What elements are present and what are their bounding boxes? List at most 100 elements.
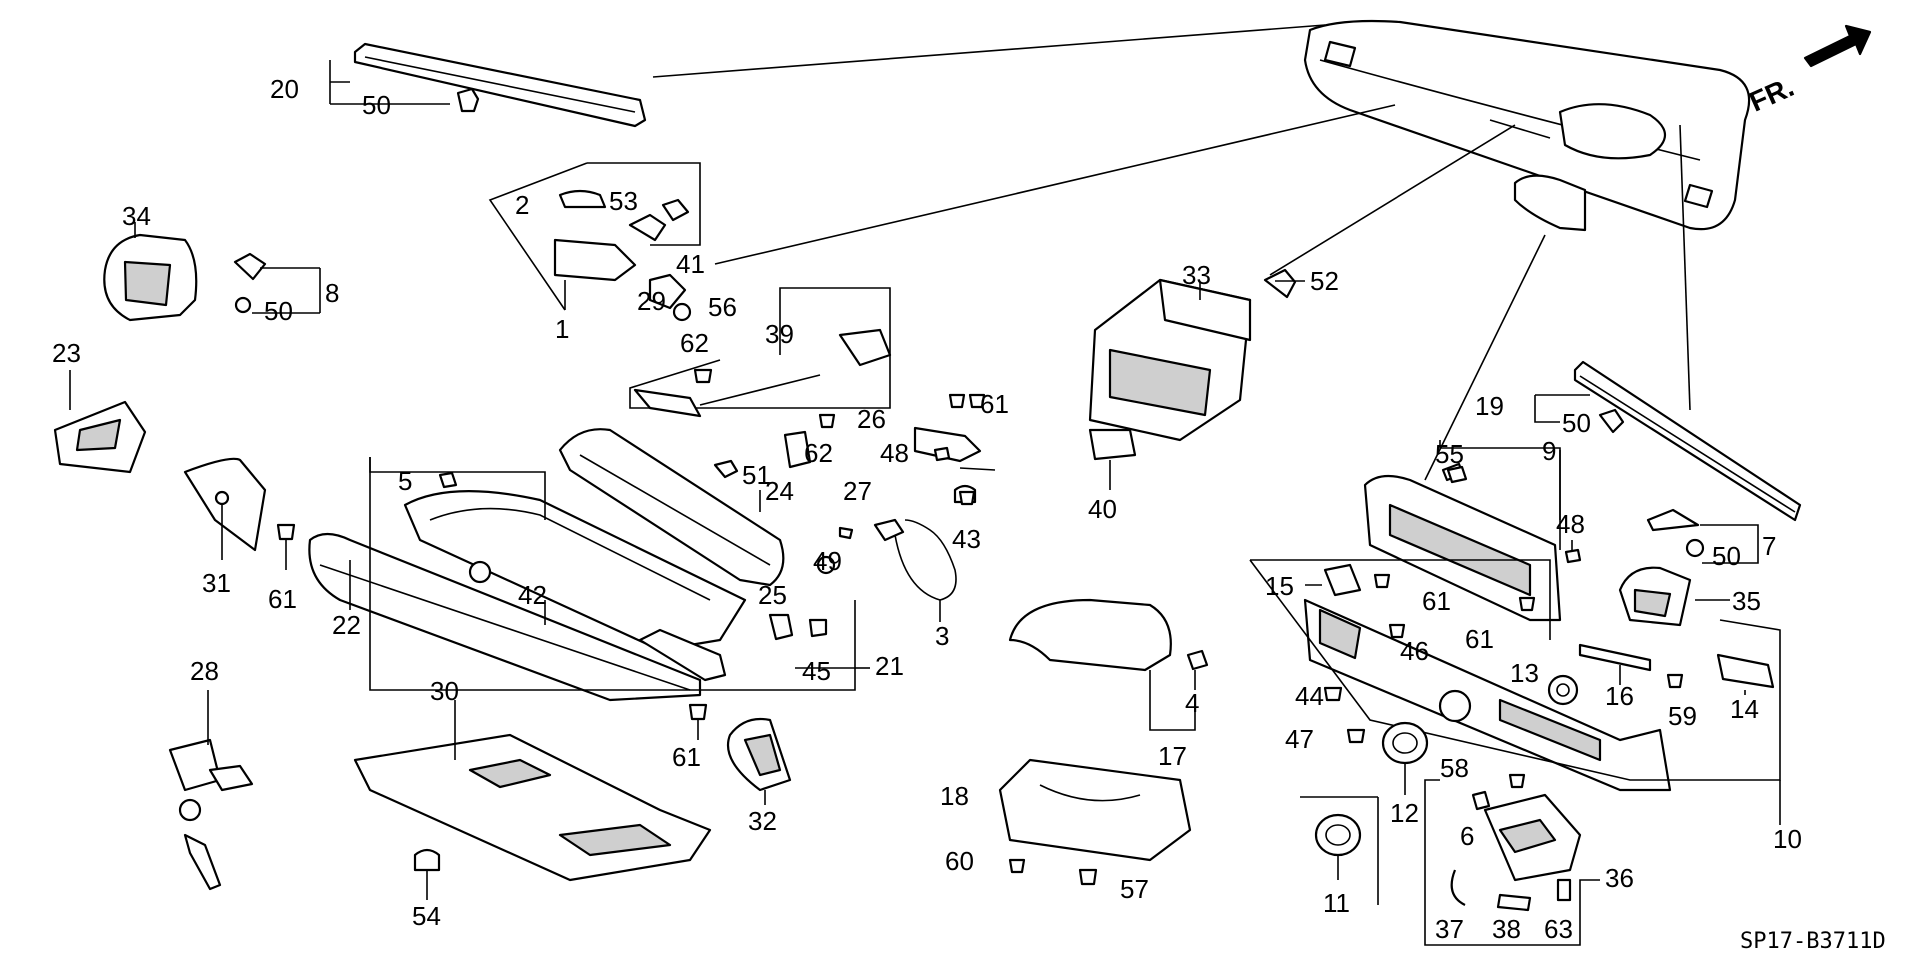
small-fasteners-middle	[438, 393, 986, 575]
callout-label: 28	[190, 656, 219, 686]
part-26-bracket	[913, 393, 996, 504]
callout-label: 52	[1310, 266, 1339, 296]
callout-label: 61	[980, 389, 1009, 419]
callout-label: 54	[412, 901, 441, 931]
callout-label: 55	[1435, 439, 1464, 469]
callout-label: 61	[672, 742, 701, 772]
callout-label: 27	[843, 476, 872, 506]
callout-label: 53	[609, 186, 638, 216]
part-55-clip	[1446, 465, 1468, 484]
part-22-lower-trim	[308, 532, 702, 702]
callout-label: 17	[1158, 741, 1187, 771]
callout-label: 21	[875, 651, 904, 681]
part-19-defroster-garnish-right	[1534, 360, 1802, 522]
callout-label: 48	[1556, 509, 1585, 539]
callout-label: 46	[1400, 636, 1429, 666]
callout-label: 61	[1465, 624, 1494, 654]
part-13-grommet	[1547, 674, 1579, 706]
front-direction-indicator: FR.	[1745, 24, 1872, 118]
callout-label: 39	[765, 319, 794, 349]
callout-label: 8	[325, 278, 339, 308]
part-20-defroster-garnish	[329, 42, 647, 128]
callout-label: 48	[880, 438, 909, 468]
callout-label: 29	[637, 286, 666, 316]
callout-label: 51	[742, 460, 771, 490]
callout-label: 38	[1492, 914, 1521, 944]
callout-label: 62	[680, 328, 709, 358]
part-11-grommet	[1300, 796, 1379, 905]
callout-label: 50	[1562, 408, 1591, 438]
part-10-lower-panel	[1249, 559, 1781, 825]
callout-label: 41	[676, 249, 705, 279]
callout-labels: 1234567891011121314151617181920212223242…	[52, 74, 1802, 944]
callout-label: 33	[1182, 260, 1211, 290]
callout-label: 42	[518, 580, 547, 610]
part-15-switch	[1305, 563, 1362, 597]
callout-label: 57	[1120, 874, 1149, 904]
callout-label: 37	[1435, 914, 1464, 944]
callout-label: 20	[270, 74, 299, 104]
part-21-trim	[369, 457, 856, 691]
callout-label: 16	[1605, 681, 1634, 711]
part-48-clip-right	[1564, 540, 1582, 564]
callout-label: 34	[122, 201, 151, 231]
callout-label: 40	[1088, 494, 1117, 524]
callout-label: 50	[362, 90, 391, 120]
part-35-side-vent-right	[1618, 566, 1730, 627]
callout-label: 19	[1475, 391, 1504, 421]
callout-label: 63	[1544, 914, 1573, 944]
fasteners-center	[1323, 573, 1536, 789]
callout-label: 3	[935, 621, 949, 651]
part-12-grommet	[1381, 721, 1429, 795]
callout-label: 12	[1390, 798, 1419, 828]
callout-label: 4	[1185, 688, 1199, 718]
callout-label: 7	[1762, 531, 1776, 561]
callout-label: 5	[398, 466, 412, 496]
diagram-code: SP17-B3711D	[1740, 929, 1886, 954]
callout-label: 59	[1668, 701, 1697, 731]
callout-label: 36	[1605, 863, 1634, 893]
callout-label: 35	[1732, 586, 1761, 616]
part-17-column-cover-upper	[1008, 598, 1209, 731]
part-61-screw-left	[276, 523, 296, 570]
callout-label: 10	[1773, 824, 1802, 854]
callout-label: 43	[952, 524, 981, 554]
part-3-cable	[873, 518, 957, 622]
part-18-column-cover-lower	[998, 758, 1192, 886]
callout-label: 13	[1510, 658, 1539, 688]
callout-label: 22	[332, 610, 361, 640]
callout-label: 60	[945, 846, 974, 876]
part-36-switch-assembly	[1424, 779, 1600, 946]
front-label: FR.	[1745, 71, 1799, 118]
callout-label: 26	[857, 404, 886, 434]
callout-label: 15	[1265, 571, 1294, 601]
part-30-under-cover	[353, 700, 712, 882]
callout-label: 50	[1712, 541, 1741, 571]
callout-label: 47	[1285, 724, 1314, 754]
part-23-bracket	[53, 370, 147, 474]
part-9-center-panel	[1363, 440, 1562, 622]
part-31-side-cover	[183, 457, 267, 560]
callout-label: 32	[748, 806, 777, 836]
callout-label: 31	[202, 568, 231, 598]
part-39-lock-rod	[629, 287, 892, 469]
callout-label: 2	[515, 190, 529, 220]
callout-label: 61	[1422, 586, 1451, 616]
part-14-switch	[1716, 653, 1775, 695]
callout-label: 58	[1440, 753, 1469, 783]
overview-leaders	[652, 24, 1691, 481]
callout-label: 62	[804, 438, 833, 468]
callout-label: 61	[268, 584, 297, 614]
callout-label: 50	[264, 296, 293, 326]
callout-label: 1	[555, 314, 569, 344]
callout-label: 49	[813, 546, 842, 576]
part-33-center-vent	[1088, 268, 1305, 442]
callout-label: 24	[765, 476, 794, 506]
callout-label: 23	[52, 338, 81, 368]
callout-label: 6	[1460, 821, 1474, 851]
callout-label: 30	[430, 676, 459, 706]
callout-label: 9	[1542, 436, 1556, 466]
part-1-lock-assembly	[488, 162, 701, 322]
part-54-clip	[413, 848, 441, 900]
